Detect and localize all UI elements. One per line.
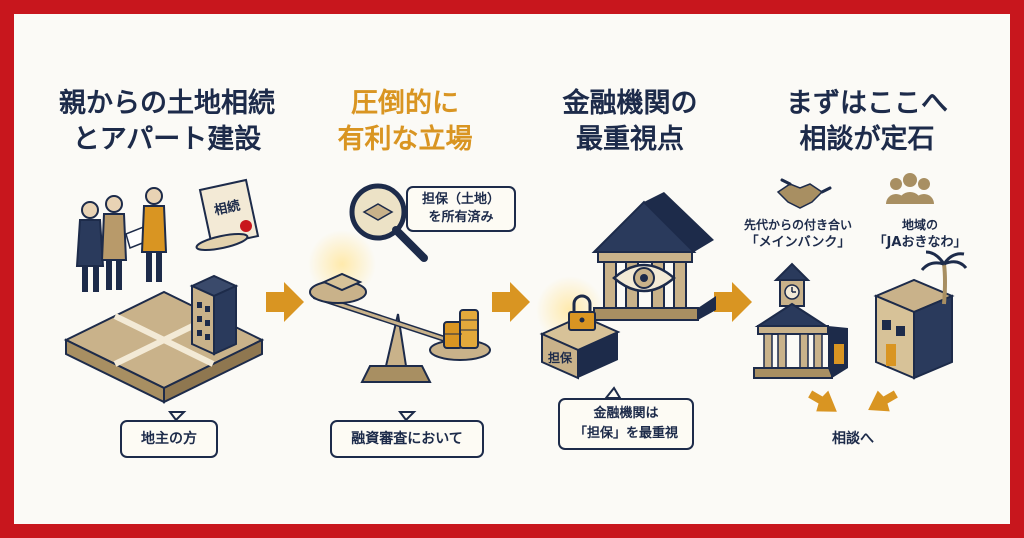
panel4-title-line1: まずはここへ: [786, 88, 948, 119]
consult-arrow-left: [808, 390, 837, 412]
collateral-box-label: 担保: [548, 350, 573, 365]
panel2-title-line1: 圧倒的に: [351, 88, 459, 119]
panel1-title: 親からの土地相続 とアパート建設: [52, 86, 282, 158]
panel3-title-line2: 最重視点: [576, 124, 684, 155]
apartment-building: [189, 274, 239, 356]
panel4-title-line2: 相談が定石: [799, 124, 935, 155]
landowner-text: 地主の方: [141, 431, 197, 447]
people-icon: [886, 173, 934, 204]
inheritance-scroll: [195, 178, 260, 251]
main-bank-label-line1: 先代からの付き合い: [743, 218, 852, 232]
main-bank-building: [753, 262, 848, 379]
bank-priority-line2: 「担保」を最重視: [573, 426, 678, 441]
illustration-scene: 相続: [63, 173, 968, 422]
ja-label: 地域の 「JAおきなわ」: [870, 216, 970, 252]
landowner-bubble: 地主の方: [120, 420, 218, 458]
panel3-title-line1: 金融機関の: [562, 88, 698, 119]
coin-stacks: [443, 309, 479, 349]
panel2-title-line2: 有利な立場: [337, 124, 473, 155]
arrow-right-icon: [266, 282, 304, 322]
scroll-label: 相続: [213, 198, 242, 219]
main-bank-label-line2: 「メインバンク」: [745, 235, 851, 250]
arrow-right-icon: [714, 282, 752, 322]
consult-footer-text: 相談へ: [832, 431, 874, 447]
clock-icon: [784, 284, 800, 300]
loan-review-bubble: 融資審査において: [330, 420, 484, 458]
panel4-title: まずはここへ 相談が定石: [762, 86, 972, 158]
magnifier-icon: [349, 183, 428, 262]
bank-priority-bubble: 金融機関は 「担保」を最重視: [558, 398, 694, 450]
main-bank-label: 先代からの付き合い 「メインバンク」: [740, 216, 856, 252]
handshake-icon: [776, 178, 832, 209]
panel2-title: 圧倒的に 有利な立場: [310, 86, 500, 158]
family-people: [75, 187, 168, 292]
ja-label-line1: 地域の: [901, 218, 938, 232]
lock-icon: [568, 294, 596, 331]
panel1-title-line2: とアパート建設: [72, 124, 262, 155]
consult-footer: 相談へ: [832, 428, 874, 448]
bank-building: [591, 192, 716, 321]
bank-priority-line1: 金融機関は: [593, 406, 659, 421]
ja-label-line2: 「JAおきなわ」: [873, 235, 967, 250]
panel3-title: 金融機関の 最重視点: [540, 86, 720, 158]
collateral-owned-line1: 担保（土地）: [421, 192, 500, 207]
collateral-owned-bubble: 担保（土地） を所有済み: [406, 186, 516, 232]
consult-arrow-right: [868, 390, 898, 412]
palm-tree-icon: [920, 250, 968, 305]
arrow-right-icon: [492, 282, 530, 322]
panel1-title-line1: 親からの土地相続: [59, 88, 275, 119]
diagram-frame: 親からの土地相続 とアパート建設 圧倒的に 有利な立場 金融機関の 最重視点 ま…: [14, 14, 1010, 524]
eye-icon: [612, 263, 676, 293]
loan-review-text: 融資審査において: [351, 431, 463, 447]
collateral-owned-line2: を所有済み: [428, 210, 494, 225]
ja-building: [873, 278, 955, 380]
